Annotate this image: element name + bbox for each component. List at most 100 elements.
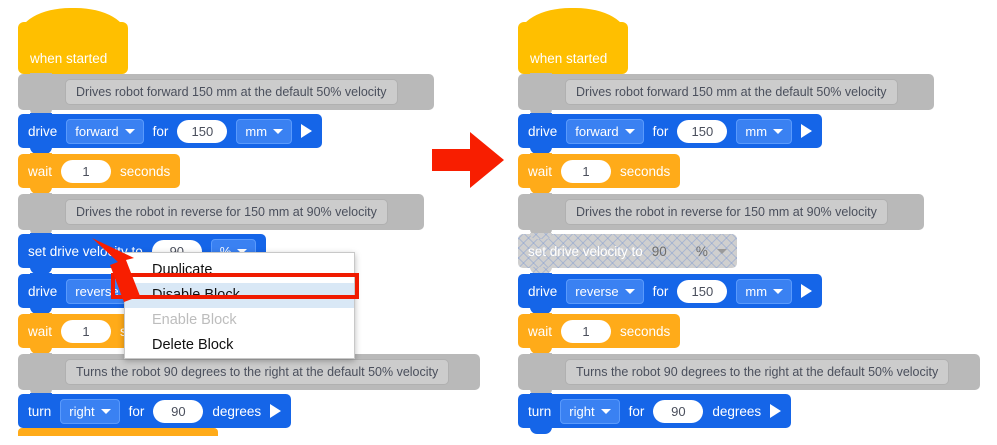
dropdown-value: mm: [745, 283, 768, 299]
block-label: when started: [30, 51, 108, 66]
block-wait-2[interactable]: wait 1 seconds: [518, 313, 681, 354]
chevron-down-icon[interactable]: [716, 248, 727, 254]
degrees-input[interactable]: 90: [153, 399, 204, 423]
comment-block[interactable]: Drives the robot in reverse for 150 mm a…: [18, 193, 424, 236]
cursor-pointer-arrow-icon: [92, 238, 140, 302]
comment-shell: Drives robot forward 150 mm at the defau…: [518, 73, 934, 116]
unit-dropdown[interactable]: mm: [736, 118, 793, 144]
comment-text: Turns the robot 90 degrees to the right …: [565, 359, 950, 385]
comment-shell: Turns the robot 90 degrees to the right …: [518, 353, 980, 396]
direction-dropdown[interactable]: right: [560, 398, 620, 424]
block-wait-1[interactable]: wait 1 seconds: [518, 153, 681, 194]
chevron-down-icon: [624, 288, 635, 294]
comment-block[interactable]: Drives robot forward 150 mm at the defau…: [18, 73, 434, 116]
seconds-input[interactable]: 1: [561, 159, 612, 183]
comment-block[interactable]: Drives robot forward 150 mm at the defau…: [518, 73, 934, 116]
seconds-input[interactable]: 1: [561, 319, 612, 343]
block-turn-right[interactable]: turn right for 90 degrees: [518, 393, 792, 434]
unit-label: degrees: [212, 403, 262, 419]
distance-input[interactable]: 150: [677, 119, 728, 143]
block-drive-forward[interactable]: drive forward for 150 mm: [518, 113, 823, 154]
flow-arrow: [432, 132, 504, 193]
chevron-down-icon: [124, 128, 135, 134]
hat-cap: [18, 8, 128, 42]
turn-block[interactable]: turn right for 90 degrees: [18, 393, 292, 434]
comment-block[interactable]: Turns the robot 90 degrees to the right …: [518, 353, 980, 396]
drive-block[interactable]: drive reverse for 150 mm: [518, 273, 823, 314]
play-icon[interactable]: [270, 404, 282, 418]
block-label: drive: [528, 283, 558, 299]
drive-block[interactable]: drive forward for 150 mm: [18, 113, 323, 154]
wait-block[interactable]: wait 1 seconds: [518, 313, 681, 354]
block-wait-1[interactable]: wait 1 seconds: [18, 153, 181, 194]
dropdown-value: reverse: [575, 283, 619, 299]
seconds-input[interactable]: 1: [61, 319, 112, 343]
pointer-arrow: [90, 234, 150, 307]
turn-block[interactable]: turn right for 90 degrees: [518, 393, 792, 434]
comment-shell: Drives the robot in reverse for 150 mm a…: [518, 193, 924, 236]
distance-input[interactable]: 150: [177, 119, 228, 143]
distance-input[interactable]: 150: [677, 279, 728, 303]
degrees-input[interactable]: 90: [653, 399, 704, 423]
seconds-input[interactable]: 1: [61, 159, 112, 183]
block-label: when started: [530, 51, 608, 66]
block-label: wait: [528, 323, 553, 339]
direction-dropdown[interactable]: right: [60, 398, 120, 424]
menu-item-delete-block[interactable]: Delete Block: [152, 337, 234, 353]
dropdown-value: mm: [245, 123, 268, 139]
for-label: for: [128, 403, 145, 419]
play-icon[interactable]: [770, 404, 782, 418]
comment-text: Drives robot forward 150 mm at the defau…: [65, 79, 398, 105]
hat-block[interactable]: when started: [518, 8, 628, 80]
direction-dropdown[interactable]: reverse: [566, 278, 644, 304]
unit-dropdown[interactable]: mm: [236, 118, 293, 144]
play-icon[interactable]: [301, 124, 313, 138]
dropdown-value: forward: [75, 123, 119, 139]
block-label: wait: [28, 163, 53, 179]
disable-block-highlight: [111, 273, 359, 299]
chevron-down-icon: [773, 128, 784, 134]
menu-item-enable-block: Enable Block: [152, 312, 237, 328]
comment-shell: Turns the robot 90 degrees to the right …: [18, 353, 480, 396]
block-when-started[interactable]: when started: [518, 8, 628, 80]
block-label: drive: [528, 123, 558, 139]
unit-dropdown[interactable]: mm: [736, 278, 793, 304]
unit-label: degrees: [712, 403, 762, 419]
hat-block[interactable]: when started: [18, 8, 128, 80]
velocity-input[interactable]: 90: [651, 243, 667, 259]
comment-shell: Drives the robot in reverse for 150 mm a…: [18, 193, 424, 236]
unit-label: %: [695, 243, 708, 259]
chevron-down-icon: [773, 288, 784, 294]
direction-dropdown[interactable]: forward: [66, 118, 144, 144]
chevron-down-icon: [624, 128, 635, 134]
chevron-down-icon: [600, 408, 611, 414]
block-label: turn: [28, 403, 52, 419]
block-label: set drive velocity to: [528, 243, 643, 259]
comment-block[interactable]: Drives the robot in reverse for 150 mm a…: [518, 193, 924, 236]
block-drive-forward[interactable]: drive forward for 150 mm: [18, 113, 323, 154]
chevron-down-icon: [100, 408, 111, 414]
direction-dropdown[interactable]: forward: [566, 118, 644, 144]
for-label: for: [152, 123, 169, 139]
for-label: for: [652, 123, 669, 139]
comment-text: Drives the robot in reverse for 150 mm a…: [65, 199, 388, 225]
block-turn-right[interactable]: turn right for 90 degrees: [18, 393, 292, 434]
block-drive-reverse[interactable]: drive reverse for 150 mm: [518, 273, 823, 314]
panel-before: when started Drives robot forward 150 mm…: [0, 0, 480, 445]
unit-label: seconds: [120, 163, 171, 179]
play-icon[interactable]: [801, 124, 813, 138]
block-set-drive-velocity-disabled[interactable]: set drive velocity to 90 %: [518, 233, 737, 274]
wait-block[interactable]: wait 1 seconds: [18, 153, 181, 194]
unit-label: seconds: [620, 163, 671, 179]
wait-block[interactable]: wait 1 seconds: [518, 153, 681, 194]
for-label: for: [628, 403, 645, 419]
context-menu[interactable]: Duplicate Disable Block Enable Block Del…: [124, 252, 355, 359]
block-label: wait: [28, 323, 53, 339]
block-when-started[interactable]: when started: [18, 8, 128, 80]
comment-block[interactable]: Turns the robot 90 degrees to the right …: [18, 353, 480, 396]
chevron-down-icon: [273, 128, 284, 134]
play-icon[interactable]: [801, 284, 813, 298]
set-velocity-block-disabled[interactable]: set drive velocity to 90 %: [518, 233, 737, 274]
drive-block[interactable]: drive forward for 150 mm: [518, 113, 823, 154]
dropdown-value: forward: [575, 123, 619, 139]
